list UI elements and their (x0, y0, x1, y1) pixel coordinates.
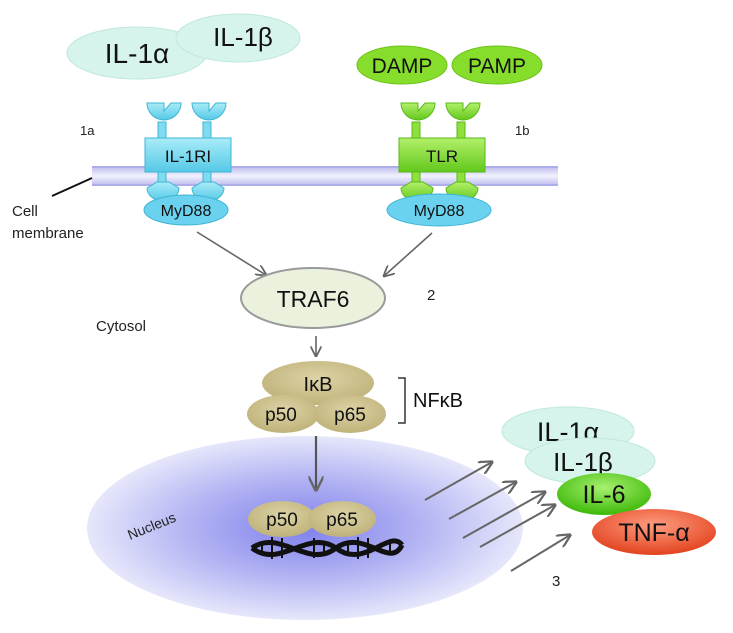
receptor-il1ri-cup-right (191, 102, 227, 121)
output-tnfa-label: TNF-α (618, 519, 689, 547)
output-il6-label: IL-6 (582, 481, 625, 509)
nfkb-p50-label: p50 (265, 405, 297, 426)
myd88-right-label: MyD88 (414, 203, 465, 220)
marker-1a: 1a (80, 123, 95, 138)
arrow-output-3 (462, 492, 545, 539)
receptor-tlr-stalk-right (456, 121, 466, 139)
output-il6 (557, 473, 651, 515)
ligand-pamp-label: PAMP (468, 55, 526, 78)
arrow-myd88-right-to-traf6 (384, 232, 433, 276)
arrow-output-2 (448, 482, 516, 520)
marker-1b: 1b (515, 123, 529, 138)
arrow-output-5 (510, 535, 570, 572)
nucleus-p50-label: p50 (266, 510, 298, 531)
ligand-pamp (451, 45, 543, 85)
receptor-tlr-stalk-left (411, 121, 421, 139)
dna-helix (250, 537, 405, 559)
ligand-il1b (175, 13, 301, 63)
membrane-label-line2: membrane (12, 225, 84, 242)
nfkb-p65 (314, 395, 386, 433)
nucleus-p50 (248, 501, 316, 537)
receptor-il1ri-stalk-right (202, 121, 212, 139)
ligand-damp (356, 45, 448, 85)
marker-2: 2 (427, 287, 435, 304)
receptor-tlr-label: TLR (426, 147, 458, 166)
arrow-output-1 (424, 462, 492, 501)
receptor-tlr-cup-right (445, 102, 481, 121)
nfkb-p50 (247, 395, 319, 433)
nfkb-bracket (398, 377, 406, 424)
receptor-il1ri-body (144, 137, 232, 173)
receptor-il1ri-label: IL-1RI (165, 147, 211, 166)
nfkb-ikb (262, 361, 374, 405)
marker-3: 3 (552, 573, 560, 590)
nucleus-p65-label: p65 (326, 510, 358, 531)
receptor-il1ri-cup-left (146, 102, 182, 121)
nfkb-bracket-label: NFκB (413, 390, 463, 412)
arrow-myd88-left-to-traf6 (196, 231, 266, 275)
ligand-damp-label: DAMP (372, 55, 433, 78)
nfkb-p65-label: p65 (334, 405, 366, 426)
receptor-il1ri: IL-1RI (144, 102, 232, 202)
receptor-tlr-cup-left (400, 102, 436, 121)
membrane-label-line1: Cell (12, 203, 38, 220)
traf6-node (240, 267, 386, 329)
nucleus-p65 (308, 501, 376, 537)
nfkb-complex: IκB p50 p65 (247, 361, 386, 433)
cytosol-label: Cytosol (96, 318, 146, 335)
receptor-il1ri-stalk-left (157, 121, 167, 139)
receptor-tlr-body (398, 137, 486, 173)
myd88-left (143, 194, 229, 226)
output-il1b-label: IL-1β (553, 447, 613, 477)
myd88-right (386, 193, 492, 227)
receptor-tlr: TLR (398, 102, 486, 202)
ligand-il1a-label: IL-1α (105, 38, 169, 69)
membrane-pointer-line (51, 177, 93, 197)
dna-strand-b (250, 538, 405, 557)
traf6-label: TRAF6 (277, 286, 350, 312)
output-tnfa (592, 509, 716, 555)
arrow-output-4 (479, 505, 555, 548)
nfkb-ikb-label: IκB (304, 374, 333, 396)
myd88-left-label: MyD88 (161, 203, 212, 220)
ligand-il1b-label: IL-1β (213, 22, 273, 52)
